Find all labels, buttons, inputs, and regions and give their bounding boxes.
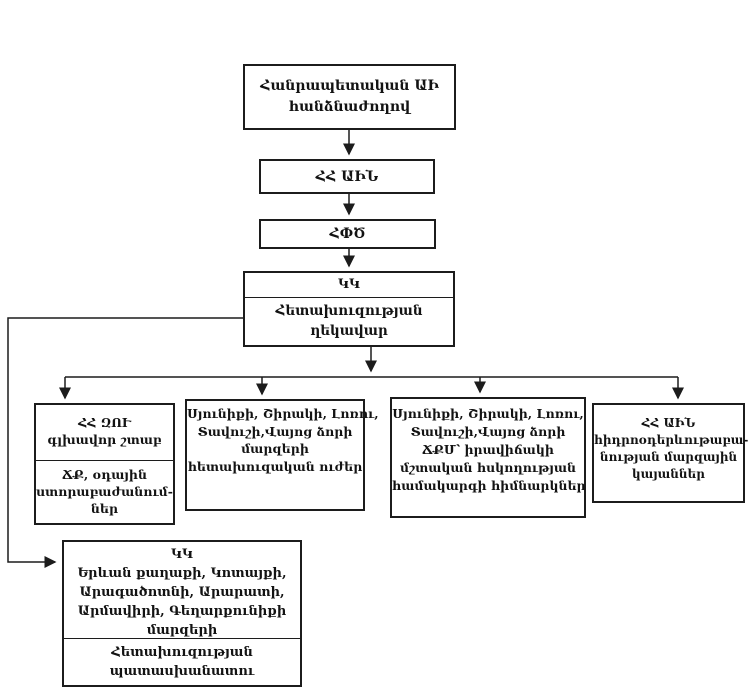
- box-text-line: Արմավիրի, Գեղարքունիքի: [77, 604, 287, 619]
- box-section: ՃՔ, օդային ստորաբաժանում- ներ: [36, 460, 173, 523]
- box-text-line: մարզերի: [241, 441, 309, 456]
- box-text-line: հիդրոօդերևութաբա-: [594, 433, 749, 447]
- box-text-line: մշտական հսկողության: [399, 460, 577, 475]
- box-text-line: Հետախուզության: [111, 645, 253, 660]
- box-text-line: ստորաբաժանում-: [36, 484, 173, 499]
- box-text-line: Երևան քաղաքի, Կոտայքի,: [77, 566, 287, 581]
- box-text-line: գլխավոր շտաբ: [47, 432, 162, 447]
- box-text-line: ՀՀ ԱԻՆ: [641, 416, 696, 430]
- box-hydromet-stations: ՀՀ ԱԻՆ հիդրոօդերևութաբա- նության մարզայի…: [592, 403, 749, 503]
- box-kk-yerevan-marzes: ԿԿ Երևան քաղաքի, Կոտայքի, Արագածոտնի, Ար…: [62, 540, 302, 687]
- box-kk-reconnaissance-head: ԿԿ Հետախուզության ղեկավար: [243, 271, 455, 347]
- box-text-line: ՃՔ, օդային: [62, 467, 147, 482]
- box-text-line: ՀՀ ԱԻՆ: [315, 168, 379, 185]
- box-text-line: Սյունիքի, Շիրակի, Լոռու,: [392, 406, 584, 421]
- box-section: Հետախուզության պատասխանատու: [64, 638, 300, 685]
- box-text-line: ՃՔՄ՝ իրավիճակի: [422, 442, 554, 457]
- box-text-line: մարզերի: [146, 623, 218, 638]
- box-hpts: ՀՓԾ: [259, 219, 436, 249]
- box-situation-monitoring-institutions: Սյունիքի, Շիրակի, Լոռու, Տավուշի,Վայոց ձ…: [390, 397, 586, 518]
- box-zu-general-staff: ՀՀ ԶՈՒ գլխավոր շտաբ ՃՔ, օդային ստորաբաժա…: [34, 403, 175, 525]
- box-text-line: Տավուշի,Վայոց ձորի: [197, 423, 353, 439]
- box-text-line: կայաններ: [632, 467, 705, 481]
- box-text-line: Հանրապետական ԱԻ: [260, 78, 439, 94]
- box-marz-reconnaissance-forces: Սյունիքի, Շիրակի, Լոռու, Տավուշի,Վայոց ձ…: [185, 399, 379, 511]
- box-text-line: Սյունիքի, Շիրակի, Լոռու,: [187, 406, 379, 421]
- box-text-line: համակարգի հիմնարկներ: [392, 478, 586, 493]
- box-header: ԿԿ: [338, 277, 360, 292]
- box-header: ԿԿ: [171, 547, 193, 562]
- box-text-line: Արագածոտնի, Արարատի,: [79, 585, 285, 600]
- box-text-line: հետախուզական ուժեր: [187, 458, 363, 474]
- box-text-line: նության մարզային: [599, 450, 738, 464]
- box-section: Հետախուզության ղեկավար: [245, 297, 453, 345]
- box-section: ՀՀ ԶՈՒ գլխավոր շտաբ: [36, 405, 173, 460]
- box-text-line: ՀՓԾ: [329, 226, 366, 242]
- box-text-line: ներ: [90, 501, 119, 516]
- box-text-line: պատասխանատու: [109, 664, 255, 679]
- elbow-kk-to-kk-yerevan: [7, 317, 243, 568]
- box-text-line: Տավուշի,Վայոց ձորի: [410, 424, 566, 439]
- box-text-line: հանձնաժողով: [288, 99, 411, 115]
- box-republican-ai-commission: Հանրապետական ԱԻ հանձնաժողով: [243, 64, 456, 130]
- box-text-line: ղեկավար: [310, 323, 388, 339]
- box-section: ԿԿ Երևան քաղաքի, Կոտայքի, Արագածոտնի, Ար…: [64, 542, 300, 638]
- box-hh-ain: ՀՀ ԱԻՆ: [259, 159, 435, 194]
- box-text-line: Հետախուզության: [275, 303, 423, 319]
- box-text-line: ՀՀ ԶՈՒ: [78, 415, 131, 430]
